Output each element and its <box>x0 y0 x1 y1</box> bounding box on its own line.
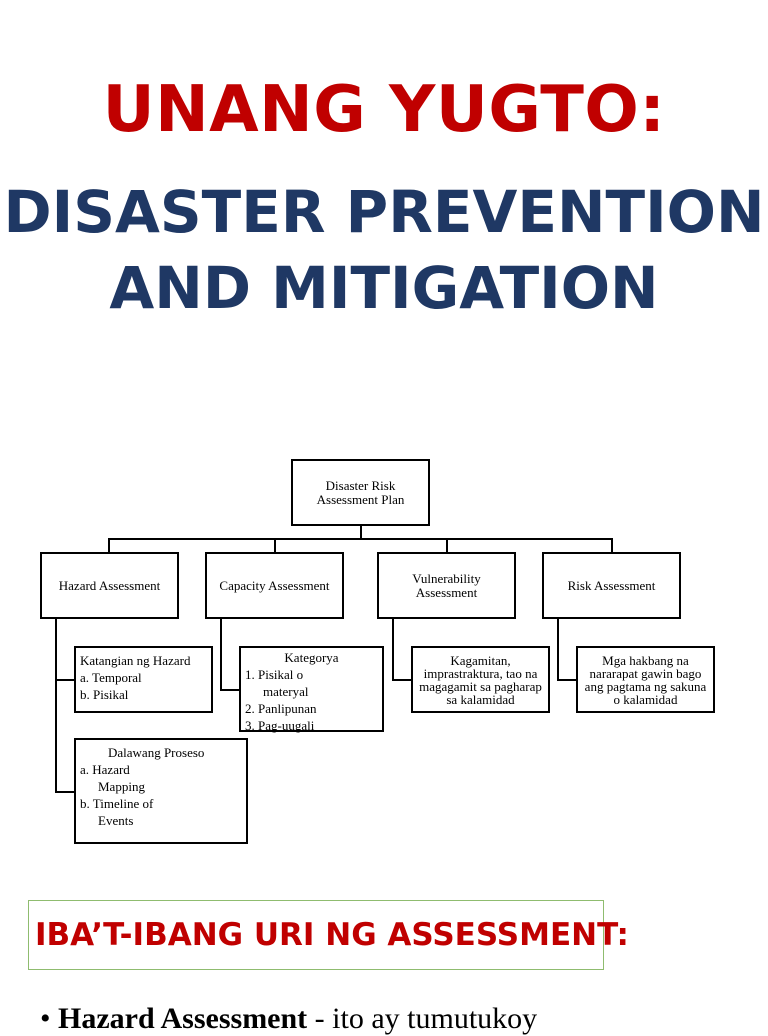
capacity-category-box: Kategorya 1. Pisikal o materyal 2. Panli… <box>239 646 384 733</box>
root-box: Disaster Risk Assessment Plan <box>291 459 430 526</box>
connector <box>220 619 222 691</box>
connector <box>446 538 448 553</box>
hazard-process-box: Dalawang Proseso a. Hazard Mapping b. Ti… <box>74 738 248 844</box>
section-heading-box: IBA’T-IBANG URI NG ASSESSMENT: <box>28 900 629 970</box>
list-item: b. Pisikal <box>80 687 129 702</box>
connector <box>55 679 75 681</box>
vulnerability-resources-box: Kagamitan, imprastraktura, tao na magaga… <box>411 646 550 713</box>
list-item: Events <box>98 813 134 828</box>
connector <box>55 619 57 793</box>
list-item: Mapping <box>98 779 145 794</box>
box-heading: Katangian ng Hazard <box>80 653 191 668</box>
connector <box>360 526 362 539</box>
connector <box>557 619 559 681</box>
box-text: Mga hakbang na nararapat gawin bago ang … <box>584 652 707 707</box>
branch-label: Risk Assessment <box>567 577 656 593</box>
box-heading: Kategorya <box>284 650 339 665</box>
box-text: Kagamitan, imprastraktura, tao na magaga… <box>419 652 542 707</box>
branch-label: Vulnerability Assessment <box>412 570 481 600</box>
bullet-mark: • <box>40 1002 51 1035</box>
connector <box>55 791 75 793</box>
connector <box>392 619 394 681</box>
branch-hazard-assessment: Hazard Assessment <box>40 552 179 619</box>
hazard-characteristics-box: Katangian ng Hazard a. Temporal b. Pisik… <box>74 646 213 713</box>
list-item: a. Hazard <box>80 762 130 777</box>
list-item: 3. Pag-uugali <box>245 718 315 733</box>
title-disaster-prevention: DISASTER PREVENTION <box>3 178 765 246</box>
branch-label: Capacity Assessment <box>219 577 330 593</box>
box-heading: Dalawang Proseso <box>108 745 205 760</box>
branch-vulnerability-assessment: Vulnerability Assessment <box>377 552 516 619</box>
title-and-mitigation: AND MITIGATION <box>109 254 659 322</box>
list-item: materyal <box>263 684 309 699</box>
section-heading: IBA’T-IBANG URI NG ASSESSMENT: <box>35 917 629 953</box>
bullet-item: • Hazard Assessment - ito ay tumutukoy <box>40 1002 537 1036</box>
list-item: 2. Panlipunan <box>245 701 317 716</box>
branch-capacity-assessment: Capacity Assessment <box>205 552 344 619</box>
root-label: Disaster Risk Assessment Plan <box>316 477 405 507</box>
bullet-text: - ito ay tumutukoy <box>307 1002 538 1035</box>
connector <box>220 689 240 691</box>
connector <box>108 538 612 540</box>
list-item: b. Timeline of <box>80 796 154 811</box>
list-item: 1. Pisikal o <box>245 667 304 682</box>
list-item: a. Temporal <box>80 670 142 685</box>
branch-risk-assessment: Risk Assessment <box>542 552 681 619</box>
connector <box>611 538 613 553</box>
connector <box>392 679 412 681</box>
connector <box>108 538 110 553</box>
bullet-term: Hazard Assessment <box>58 1002 308 1035</box>
connector <box>274 538 276 553</box>
title-unang-yugto: UNANG YUGTO: <box>102 73 666 147</box>
connector <box>557 679 577 681</box>
branch-label: Hazard Assessment <box>58 577 161 593</box>
risk-steps-box: Mga hakbang na nararapat gawin bago ang … <box>576 646 715 713</box>
